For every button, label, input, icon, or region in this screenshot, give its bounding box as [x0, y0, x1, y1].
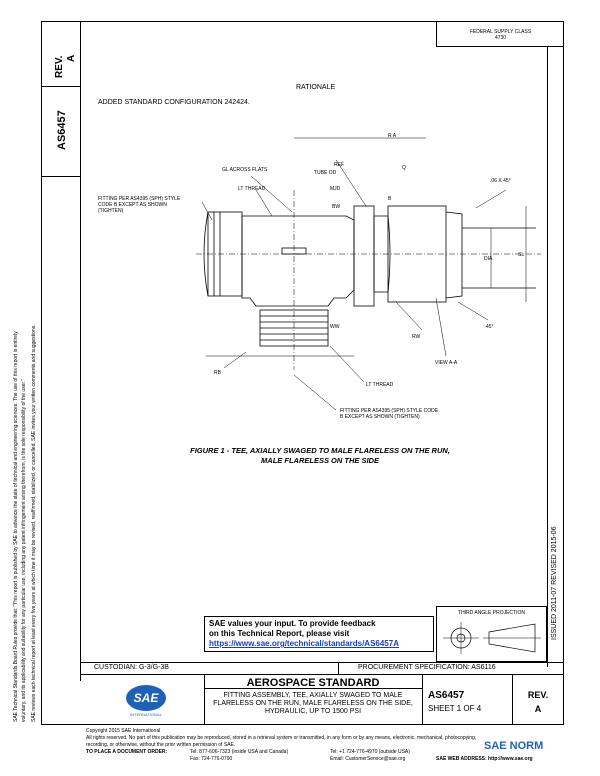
label-sl: SL [518, 252, 525, 258]
collar-1 [353, 205, 375, 307]
supply-class-line1: FEDERAL SUPPLY CLASS [469, 29, 532, 35]
leader-gp [475, 189, 507, 209]
label-bw: BW [332, 204, 341, 210]
label-fitting-left: FITTING PER AS4395 (SPH) STYLE CODE B EX… [98, 196, 181, 214]
custodian-text: CUSTODIAN: G-3/G-3B [94, 664, 169, 671]
label-ref-1: REF [334, 162, 344, 168]
rev-divider [512, 674, 513, 725]
footer-fax: Fax: 724-776-0790 [190, 756, 233, 762]
docnum-cell-divider [41, 176, 81, 177]
footer-tel: Tel: 877-606-7323 (inside USA and Canada… [190, 749, 289, 755]
leader-gl [250, 175, 293, 213]
sae-norm-watermark: SAE NORM [484, 740, 544, 752]
procurement-divider [338, 662, 339, 674]
leader-lt [255, 189, 273, 217]
figure-caption-line1: FIGURE 1 - TEE, AXIALLY SWAGED TO MALE F… [190, 446, 450, 455]
docnum-divider [422, 674, 423, 725]
feedback-line1: SAE values your input. To provide feedba… [209, 619, 376, 628]
title-block-top [81, 674, 564, 675]
label-mjd: MJD [330, 186, 341, 192]
projection-box: THIRD ANGLE PROJECTION [436, 606, 547, 662]
rev-cell-divider [41, 86, 81, 87]
label-gl-across-flats: GL ACROSS FLATS [222, 167, 268, 173]
rationale-text: ADDED STANDARD CONFIGURATION 242424. [98, 99, 250, 106]
title-block-rev-value: A [534, 704, 542, 714]
left-column-inner-border [80, 21, 81, 681]
footer-email: Email: CustomerService@sae.org [330, 756, 406, 762]
feedback-link[interactable]: https://www.sae.org/technical/standards/… [209, 639, 399, 648]
header-rev-value: A [66, 54, 77, 62]
side-note-line2: voluntary, and its applicability and sui… [21, 379, 27, 722]
logo-divider [204, 674, 205, 725]
side-note-line1: SAE Technical Standards Board Rules prov… [13, 331, 19, 722]
procurement-text: PROCUREMENT SPECIFICATION: AS6116 [358, 664, 496, 671]
label-rw: RW [412, 334, 421, 340]
feedback-box: SAE values your input. To provide feedba… [204, 616, 434, 652]
footer-order-label: TO PLACE A DOCUMENT ORDER: [86, 749, 168, 755]
left-nut-outline [207, 211, 243, 297]
title-divider [204, 688, 422, 689]
feedback-line2: on this Technical Report, please visit [209, 629, 350, 638]
supply-class-box: FEDERAL SUPPLY CLASS 4730 [436, 21, 564, 47]
leader-rw [395, 301, 423, 331]
leader-tube-od [335, 159, 367, 207]
custodian-row-top [81, 662, 564, 663]
label-lt-thread-2: LT THREAD [366, 382, 394, 388]
label-b: B [388, 196, 392, 202]
left-column-divider [41, 21, 42, 725]
standard-title: AEROSPACE STANDARD [246, 677, 380, 689]
title-block-sheet: SHEET 1 OF 4 [428, 704, 482, 713]
title-block-doc-number: AS6457 [428, 690, 465, 701]
sae-logo-text: SAE [134, 691, 160, 705]
leader-angle [457, 301, 489, 321]
leader-fitting-left [201, 201, 213, 221]
title-block-rev-label: REV. [527, 690, 549, 700]
footer-tel-2: Tel: +1 724-776-4970 (outside USA) [330, 749, 410, 755]
footer-copyright: Copyright 2015 SAE International [86, 728, 161, 734]
label-tc-view: VIEW A-A [435, 360, 458, 366]
swage-sleeve-taper [445, 211, 463, 299]
right-inner-border [547, 47, 548, 667]
leader-fitting-side [293, 374, 337, 411]
rationale-title: RATIONALE [296, 84, 336, 91]
tee-fitting-drawing [196, 137, 541, 411]
header-doc-number: AS6457 [56, 110, 68, 150]
footer-rights: All rights reserved. No part of this pub… [86, 735, 477, 741]
label-fitting-side: FITTING PER AS4395 (SPH) STYLE CODE B EX… [340, 408, 439, 420]
side-note-line3: SAE reviews each technical report at lea… [31, 324, 37, 722]
label-rb: RB [214, 370, 221, 376]
footer-web: SAE WEB ADDRESS: http://www.sae.org [436, 756, 533, 762]
standard-description: FITTING ASSEMBLY, TEE, AXIALLY SWAGED TO… [213, 692, 413, 715]
label-ww: WW [330, 324, 340, 330]
label-angle: 45° [486, 324, 494, 330]
figure-caption-line2: MALE FLARELESS ON THE SIDE [261, 456, 379, 465]
footer-rights-2: recording, or otherwise, without the pri… [86, 742, 236, 748]
leader-ww [223, 351, 247, 369]
label-gp-chamfer: .06 X 45° [490, 178, 511, 184]
sae-logo: SAE INTERNATIONAL [126, 685, 166, 717]
label-lt-thread: LT THREAD [238, 186, 266, 192]
label-tube-od: TUBE OD [314, 170, 337, 176]
supply-class-line2: 4730 [494, 35, 507, 41]
label-dia: DIA [484, 256, 493, 262]
sae-logo-subtext: INTERNATIONAL [130, 712, 162, 717]
projection-symbol [443, 622, 541, 654]
header-rev-label: REV. [54, 55, 65, 78]
projection-label: THIRD ANGLE PROJECTION [458, 610, 525, 616]
label-ra: R A [388, 133, 397, 139]
leader-lt2 [329, 345, 365, 383]
issued-revised-dates: ISSUED 2011-07 REVISED 2015-06 [551, 526, 558, 641]
label-q: Q [402, 165, 406, 171]
leader-tc [435, 297, 447, 357]
tee-body-outline [241, 215, 355, 307]
